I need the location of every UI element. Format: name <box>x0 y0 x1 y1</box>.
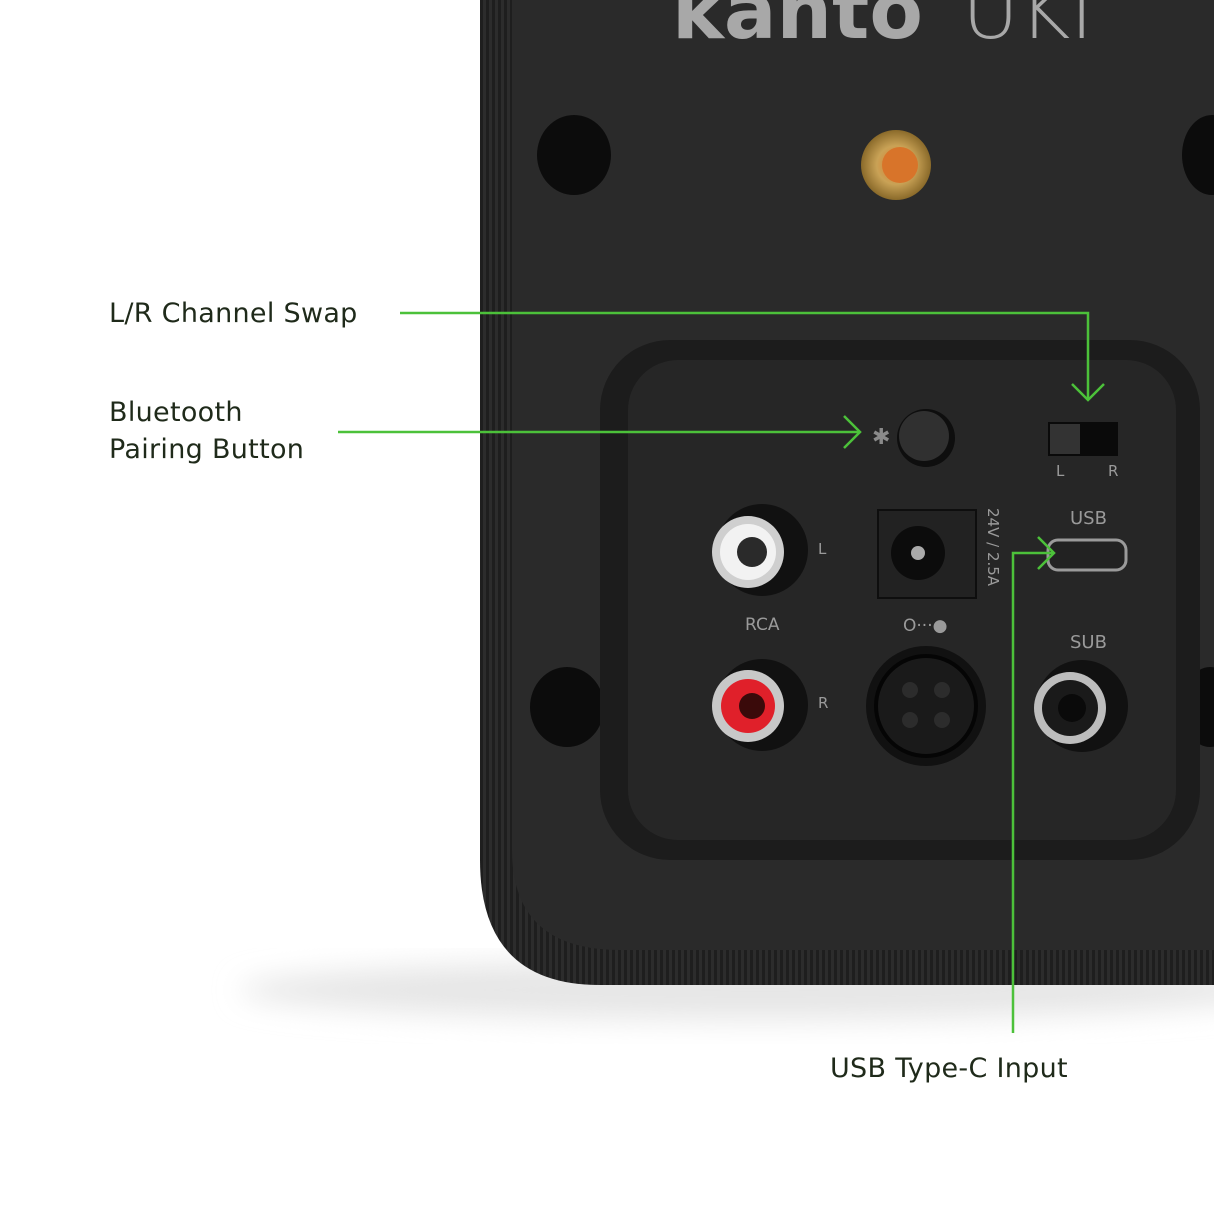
arrow-right-icon <box>843 415 862 449</box>
bluetooth-callout-line2: Pairing Button <box>109 434 305 465</box>
sub-out-jack[interactable] <box>1034 660 1128 752</box>
bluetooth-callout-line1: Bluetooth <box>109 397 243 428</box>
usb-c-port[interactable] <box>1046 538 1128 572</box>
arrow-right-icon <box>1037 536 1056 570</box>
channel-swap-callout: L/R Channel Swap <box>109 298 358 329</box>
callout-lines <box>338 311 1105 1033</box>
mount-hole-icon <box>537 115 611 195</box>
arrow-down-icon <box>1071 383 1105 402</box>
sub-label: SUB <box>1070 632 1107 653</box>
usb-input-callout: USB Type-C Input <box>830 1053 1068 1084</box>
usb-label: USB <box>1070 508 1107 529</box>
rca-label: RCA <box>745 615 780 635</box>
usb-leader <box>1011 551 1054 1033</box>
svg-text:kanto: kanto <box>672 0 923 57</box>
rca-left-label: L <box>818 540 827 558</box>
bluetooth-icon: ✱ <box>872 425 890 450</box>
brand-logo: kanto UKI <box>672 0 1093 57</box>
dc-power-jack[interactable] <box>877 509 977 599</box>
mount-hole-icon <box>1182 115 1214 195</box>
power-rating-label: 24V / 2.5A <box>984 508 1002 587</box>
switch-left-label: L <box>1056 462 1065 480</box>
channel-swap-leader <box>400 311 1090 400</box>
svg-text:UKI: UKI <box>962 0 1093 57</box>
rca-left-jack[interactable] <box>712 504 808 596</box>
switch-right-label: R <box>1108 462 1118 480</box>
mount-hole-icon <box>530 667 604 747</box>
threaded-insert-icon <box>861 130 931 200</box>
speaker-link-port[interactable] <box>866 646 986 766</box>
channel-swap-switch[interactable] <box>1048 422 1118 456</box>
rca-right-jack[interactable] <box>712 659 808 751</box>
speaker-link-symbol: O···● <box>903 616 947 636</box>
rca-right-label: R <box>818 694 828 712</box>
